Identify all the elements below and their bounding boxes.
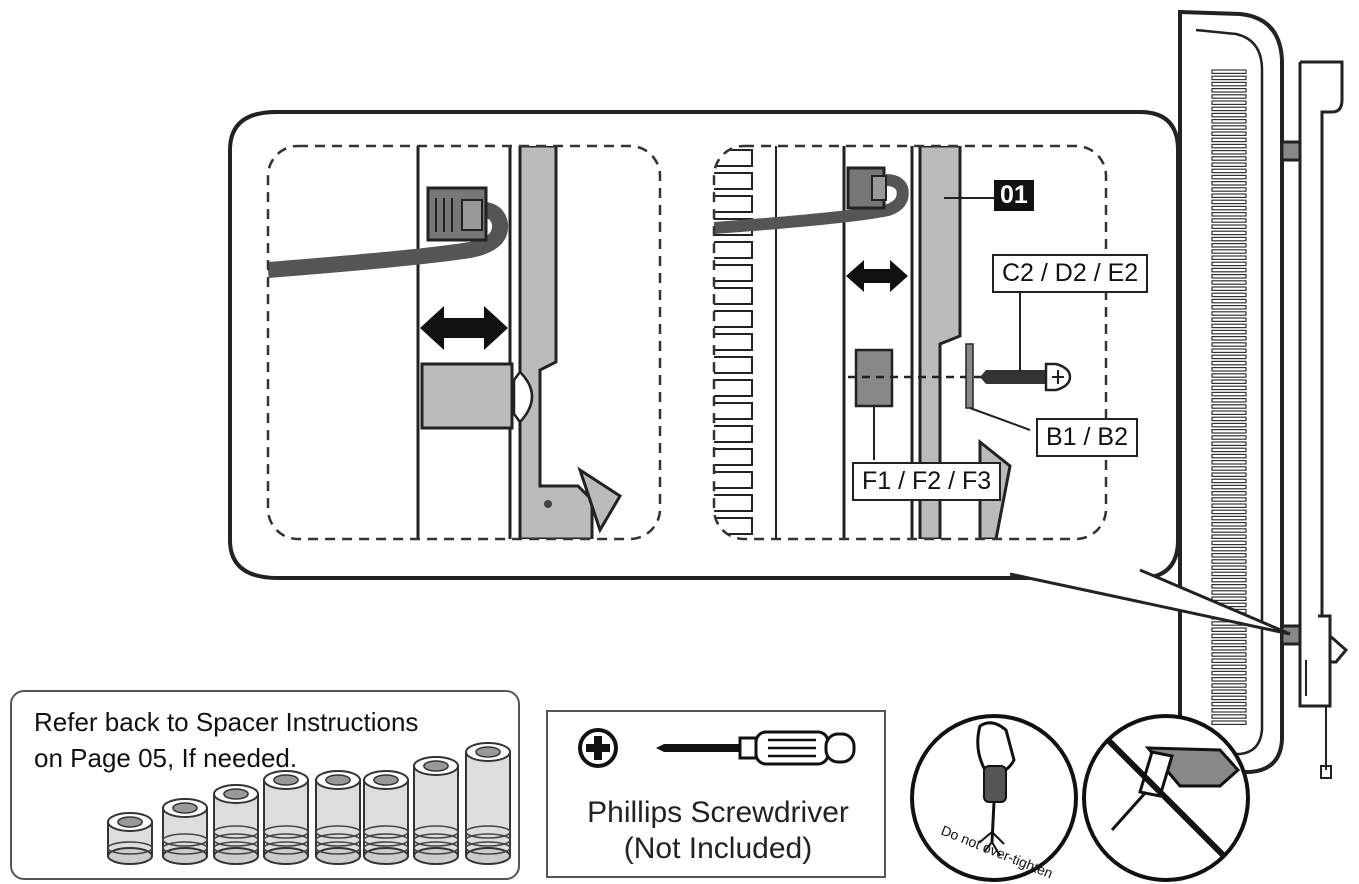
callout-pointer: [1009, 568, 1291, 636]
tool-name: Phillips Screwdriver: [587, 796, 849, 829]
step-badge: 01: [994, 180, 1034, 211]
hand-tighten-icon: Do not over-tighten: [910, 714, 1078, 882]
phillips-plus-icon: [578, 728, 618, 768]
callout-bubble: [228, 110, 1180, 580]
spacer-set: [107, 742, 511, 865]
double-arrow-icon: [846, 260, 908, 292]
note-line-1: Refer back to Spacer Instructions: [34, 707, 419, 737]
screw-part-label: C2 / D2 / E2: [992, 254, 1149, 293]
spacer-note-box: Refer back to Spacer Instructions on Pag…: [10, 690, 520, 880]
double-arrow-icon: [420, 306, 508, 350]
washer-part-label: B1 / B2: [1036, 418, 1138, 457]
detail-panel-before: [266, 144, 662, 541]
tv-side-profile: [1178, 9, 1284, 774]
note-line-2: on Page 05, If needed.: [34, 743, 298, 773]
wall-bracket: [1280, 60, 1349, 779]
no-power-drill-icon: [1082, 714, 1250, 882]
tool-note: (Not Included): [623, 832, 813, 865]
screwdriver-icon: [656, 730, 856, 766]
spacer-note-text: Refer back to Spacer Instructions on Pag…: [34, 704, 418, 776]
tool-box: Phillips Screwdriver (Not Included): [546, 710, 886, 878]
spacer-part-label: F1 / F2 / F3: [852, 462, 1002, 501]
detail-panel-installed: [712, 144, 1108, 541]
